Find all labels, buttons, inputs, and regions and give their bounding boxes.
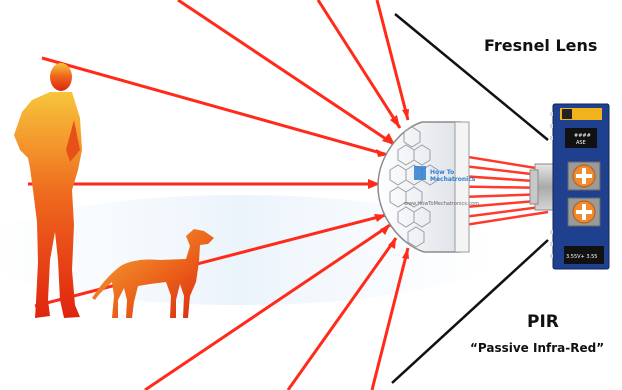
watermark-url: www.HowToMechatronics.com (404, 201, 479, 207)
potentiometer-2 (568, 198, 600, 226)
watermark-line1: How To (430, 169, 454, 176)
pir-expansion-label: “Passive Infra-Red” (470, 341, 604, 355)
ray-2 (318, 0, 400, 128)
watermark-line2: Mechatronics (430, 176, 476, 183)
pir-label: PIR (527, 312, 559, 332)
chip-label-2: ASE (576, 140, 586, 146)
potentiometer-1 (568, 162, 600, 190)
pir-sensor-can (530, 164, 555, 210)
fresnel-lens-label: Fresnel Lens (484, 36, 597, 55)
ray-1 (178, 0, 395, 145)
chip-label-1: #### (574, 133, 591, 139)
pir-pcb-board: #### ASE 3.55V+ 3.55 (550, 104, 609, 269)
infrared-rays (28, 0, 408, 390)
board-bottom-label: 3.55V+ 3.55 (566, 254, 597, 260)
